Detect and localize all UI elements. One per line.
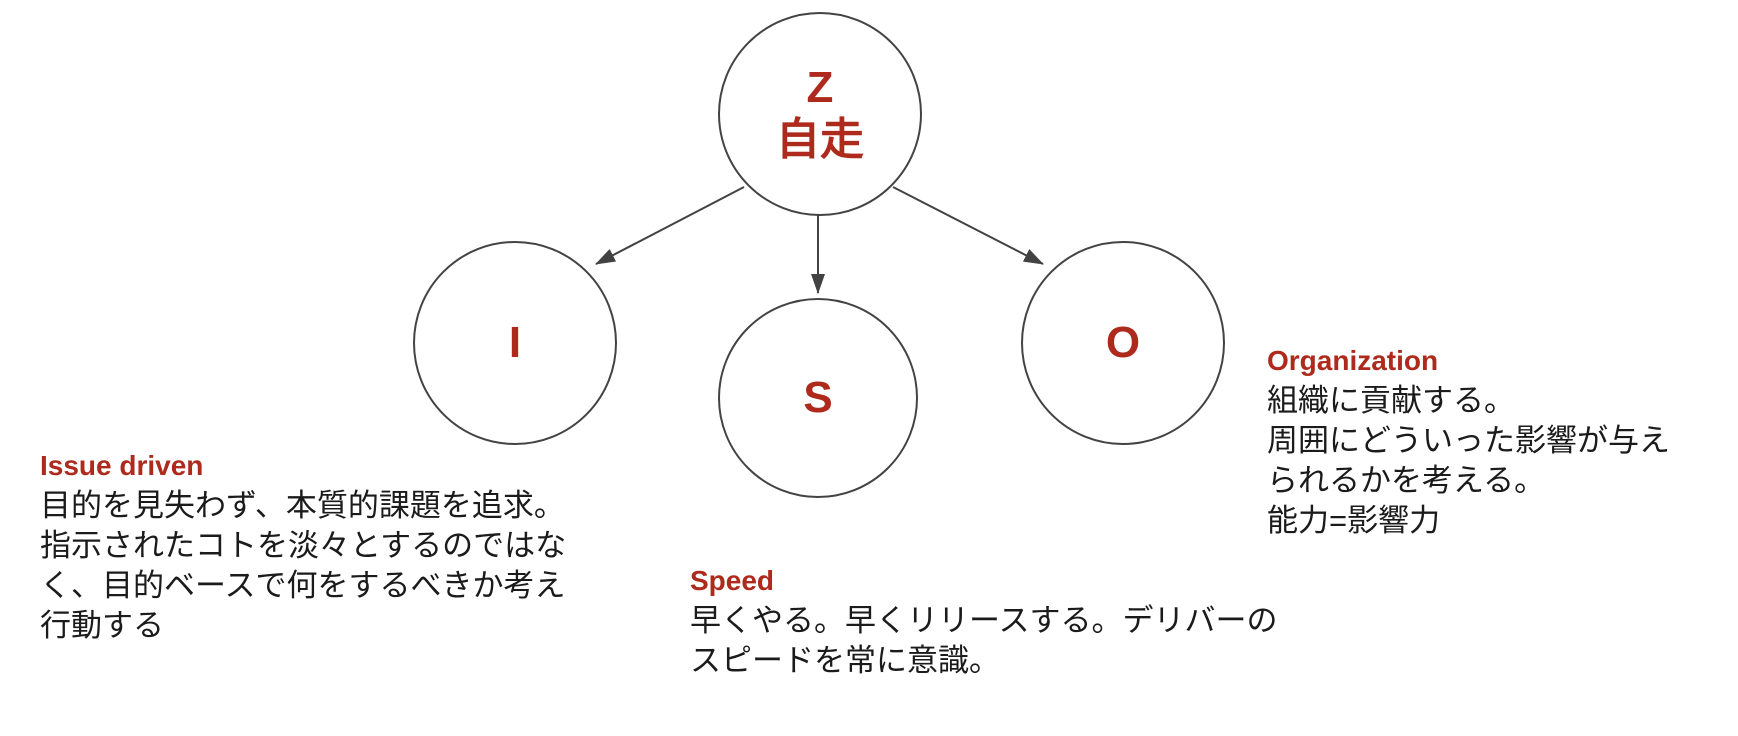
arrow-z-to-i (595, 186, 745, 265)
node-o-label: O (1105, 318, 1141, 367)
arrow-z-to-o (892, 186, 1044, 265)
annotation-organization: Organization 組織に貢献する。 周囲にどういった影響が与え られるか… (1267, 341, 1707, 541)
annotation-speed-title: Speed (690, 565, 775, 596)
node-i-label: I (508, 318, 522, 367)
node-s-label: S (803, 373, 833, 422)
annotation-speed: Speed 早くやる。早くリリースする。デリバーの スピードを常に意識。 (690, 561, 1310, 681)
annotation-organization-title: Organization (1267, 345, 1439, 376)
annotation-organization-body: 組織に貢献する。 周囲にどういった影響が与え られるかを考える。 能力=影響力 (1267, 383, 1670, 538)
node-o-circle: O (1021, 241, 1225, 445)
node-z-label: Z 自走 (776, 63, 864, 164)
annotation-issue-driven-title: Issue driven (40, 450, 204, 481)
node-z-circle: Z 自走 (718, 12, 922, 216)
node-s-circle: S (718, 298, 918, 498)
annotation-issue-driven: Issue driven 目的を見失わず、本質的課題を追求。 指示されたコトを淡… (40, 446, 620, 646)
node-i-circle: I (413, 241, 617, 445)
annotation-issue-driven-body: 目的を見失わず、本質的課題を追求。 指示されたコトを淡々とするのではな く、目的… (40, 488, 567, 643)
annotation-speed-body: 早くやる。早くリリースする。デリバーの スピードを常に意識。 (690, 603, 1278, 678)
